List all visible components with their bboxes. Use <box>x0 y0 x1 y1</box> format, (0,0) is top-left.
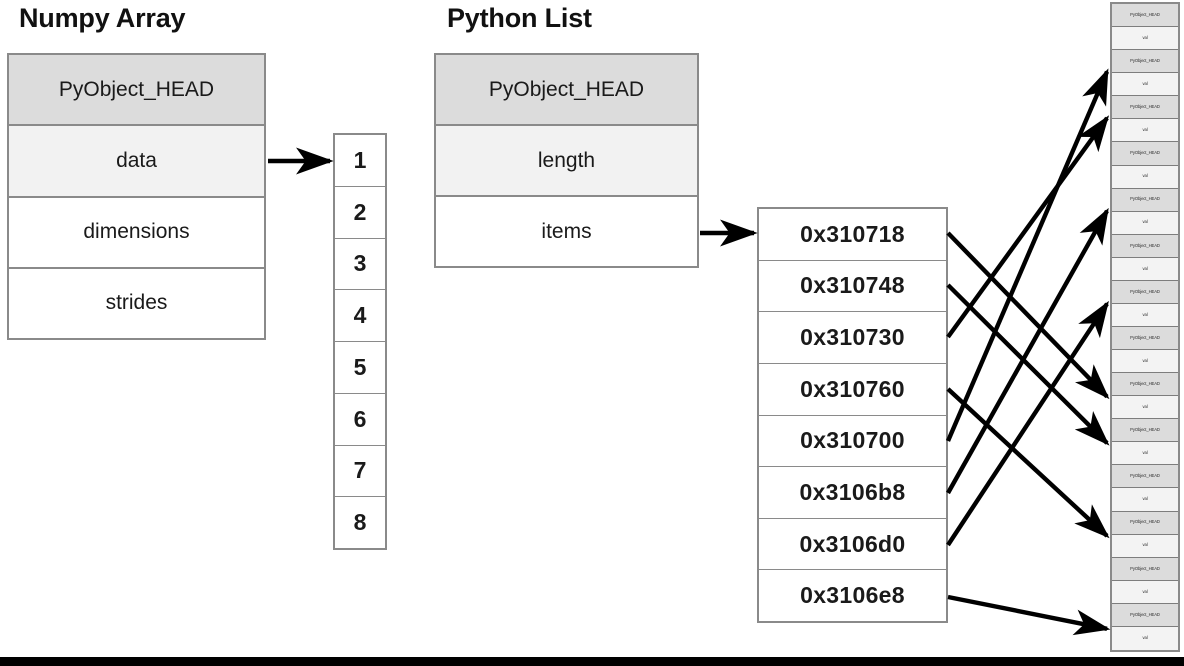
numpy-field-data: data <box>9 126 264 198</box>
heap-object-head: PyObject_HEAD <box>1112 557 1178 581</box>
buffer-cell: 3 <box>335 238 385 291</box>
heap-object-head: PyObject_HEAD <box>1112 511 1178 535</box>
pointer-cell: 0x310730 <box>759 312 946 364</box>
pointer-cell: 0x3106e8 <box>759 570 946 621</box>
heap-object-head: PyObject_HEAD <box>1112 465 1178 489</box>
heap-object-value: val <box>1112 27 1178 51</box>
list-pointer-array: 0x310718 0x310748 0x310730 0x310760 0x31… <box>757 207 948 623</box>
heap-object-head: PyObject_HEAD <box>1112 50 1178 74</box>
numpy-field-strides: strides <box>9 268 264 338</box>
buffer-cell: 8 <box>335 497 385 548</box>
heap-object-head: PyObject_HEAD <box>1112 142 1178 166</box>
heap-object-head: PyObject_HEAD <box>1112 326 1178 351</box>
heap-object-head: PyObject_HEAD <box>1112 96 1178 120</box>
arrow-pointer-to-heap-object <box>946 300 1109 547</box>
heap-object-head: PyObject_HEAD <box>1112 373 1178 397</box>
arrow-pointer-to-heap-object <box>946 207 1109 495</box>
arrow-pointer-to-heap-object <box>947 594 1111 636</box>
heap-object-value: val <box>1112 442 1178 466</box>
buffer-cell: 2 <box>335 186 385 239</box>
heap-object-value: val <box>1112 257 1178 281</box>
python-list-title: Python List <box>447 3 592 33</box>
heap-object-value: val <box>1112 119 1178 143</box>
heap-object-head: PyObject_HEAD <box>1112 603 1178 628</box>
heap-object-value: val <box>1112 350 1178 374</box>
pointer-cell: 0x3106b8 <box>759 467 946 519</box>
numpy-field-pyobject-head: PyObject_HEAD <box>9 55 264 127</box>
heap-object-value: val <box>1112 396 1178 420</box>
buffer-cell: 1 <box>335 135 385 187</box>
arrow-pointer-to-heap-object <box>946 283 1110 446</box>
heap-object-value: val <box>1112 534 1178 558</box>
pointer-cell: 0x310760 <box>759 363 946 416</box>
buffer-cell: 7 <box>335 445 385 498</box>
list-field-pyobject-head: PyObject_HEAD <box>436 55 697 126</box>
heap-object-head: PyObject_HEAD <box>1112 234 1178 258</box>
heap-object-value: val <box>1112 488 1178 512</box>
heap-object-value: val <box>1112 580 1178 604</box>
arrow-pointer-to-heap-object <box>946 231 1110 400</box>
arrow-pointer-to-heap-object <box>946 115 1110 339</box>
heap-object-value: val <box>1112 73 1178 97</box>
numpy-array-title: Numpy Array <box>19 3 186 33</box>
heap-object-head: PyObject_HEAD <box>1112 419 1178 443</box>
pointer-cell: 0x310748 <box>759 260 946 313</box>
heap-object-value: val <box>1112 303 1178 327</box>
numpy-array-struct: PyObject_HEAD data dimensions strides <box>7 53 266 340</box>
heap-object-head: PyObject_HEAD <box>1112 4 1178 28</box>
python-list-struct: PyObject_HEAD length items <box>434 53 699 268</box>
pointer-cell: 0x310700 <box>759 415 946 468</box>
arrow-pointer-to-heap-object <box>946 387 1110 539</box>
buffer-cell: 5 <box>335 342 385 394</box>
arrow-pointer-to-heap-object <box>945 68 1110 442</box>
numpy-field-dimensions: dimensions <box>9 197 264 269</box>
heap-object-head: PyObject_HEAD <box>1112 280 1178 304</box>
list-field-length: length <box>436 126 697 197</box>
heap-object-value: val <box>1112 211 1178 235</box>
heap-object-value: val <box>1112 627 1178 650</box>
buffer-cell: 6 <box>335 393 385 446</box>
list-field-items: items <box>436 197 697 266</box>
buffer-cell: 4 <box>335 290 385 342</box>
bottom-rule <box>0 657 1184 666</box>
pointer-cell: 0x310718 <box>759 209 946 261</box>
numpy-data-buffer: 1 2 3 4 5 6 7 8 <box>333 133 387 550</box>
pointer-cell: 0x3106d0 <box>759 518 946 571</box>
heap-object-head: PyObject_HEAD <box>1112 188 1178 212</box>
heap-object-value: val <box>1112 165 1178 189</box>
